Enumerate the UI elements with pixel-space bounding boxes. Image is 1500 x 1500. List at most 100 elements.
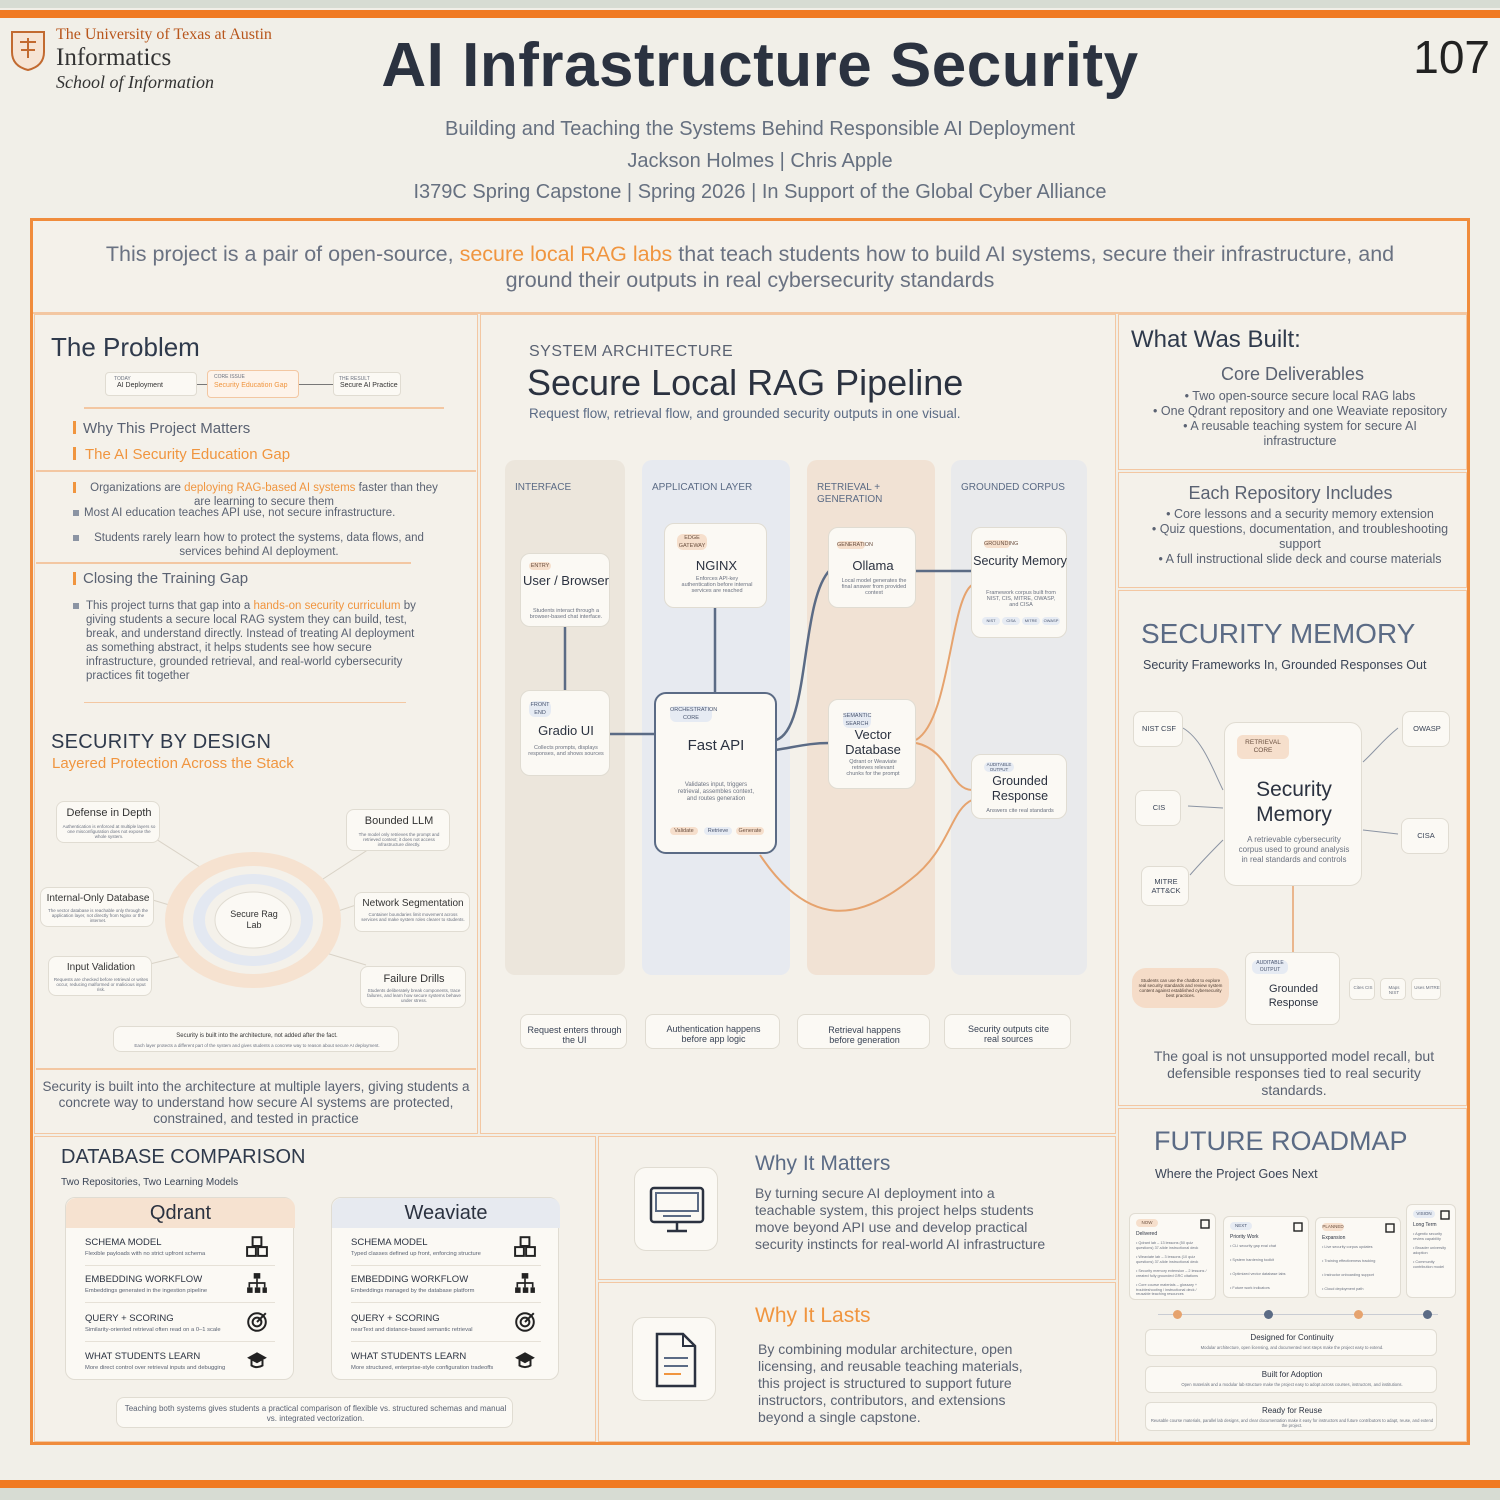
architecture-subtitle: Request flow, retrieval flow, and ground… [529, 406, 961, 421]
db-row-desc: More structured, enterprise-style config… [351, 1365, 494, 1371]
roadmap-tag: NOW [1136, 1219, 1158, 1227]
roadmap-card-item: • Core course materials – glossary + tro… [1136, 1283, 1198, 1296]
cube-icon [1199, 1217, 1211, 1229]
top-accent-bar [0, 0, 1500, 18]
memory-note-text: Students can use the chatbot to explore … [1138, 978, 1223, 998]
bullet-text: Organizations are [90, 482, 185, 494]
intro-highlight: secure local RAG labs [459, 242, 673, 266]
closing-highlight: hands-on security curriculum [253, 600, 401, 612]
flow-step-result: THE RESULT Secure AI Practice [333, 372, 401, 396]
matters-body: By turning secure AI deployment into a t… [755, 1185, 1046, 1252]
node-user-browser: ENTRY User / Browser Students interact t… [520, 553, 610, 627]
node-nginx: EDGE GATEWAY NGINX Enforces API-key auth… [664, 523, 767, 608]
roadmap-card-item: • CLI security gap eval chat [1230, 1244, 1277, 1248]
design-item-drills: Failure Drills Students deliberately bre… [360, 966, 466, 1008]
design-item-title: Defense in Depth [66, 807, 152, 819]
memory-tag: RETRIEVAL CORE [1237, 735, 1289, 759]
target-icon [246, 1311, 268, 1333]
node-desc: Enforces API-key authentication before i… [681, 576, 753, 594]
memory-chip: Uses MITRE [1411, 978, 1441, 1000]
node-title: NGINX [695, 558, 738, 573]
memory-chip-text: Cites CIS [1353, 985, 1373, 990]
bottom-accent-bar [0, 1480, 1500, 1500]
db-row-desc: Flexible payloads with no strict upfront… [85, 1251, 206, 1257]
cubes-icon [514, 1235, 536, 1257]
design-item-bounded: Bounded LLM The model only retrieves the… [346, 809, 450, 851]
divider [85, 1302, 275, 1303]
memory-connectors [1182, 727, 1399, 952]
roadmap-tag: NEXT [1230, 1222, 1252, 1230]
memory-chip: Maps NIST [1380, 978, 1406, 1000]
lane-label: APPLICATION LAYER [652, 482, 753, 493]
flow-step-card: Security outputs cite real sources [944, 1014, 1071, 1049]
node-desc: Collects prompts, displays responses, an… [528, 745, 604, 757]
roadmap-block-title: Built for Adoption [1261, 1370, 1323, 1379]
hierarchy-icon [514, 1272, 536, 1294]
flow-step-card: Authentication happens before app logic [645, 1014, 780, 1049]
node-vector-db: SEMANTIC SEARCH Vector Database Qdrant o… [828, 699, 916, 789]
flow-tag: CORE ISSUE [214, 374, 245, 380]
memory-title: SECURITY MEMORY [1141, 618, 1416, 649]
divider [85, 1265, 275, 1266]
poster-title: AI Infrastructure Security [381, 31, 1139, 100]
roadmap-subtitle: Where the Project Goes Next [1155, 1167, 1318, 1181]
roadmap-block-desc: Modular architecture, open licensing, an… [1200, 1345, 1384, 1350]
memory-out-tag: AUDITABLE OUTPUT [1252, 960, 1288, 974]
design-footer-card: Security is built into the architecture,… [113, 1026, 399, 1052]
roadmap-card-item: • Future work indicators [1230, 1286, 1270, 1290]
node-title: Gradio UI [538, 723, 594, 738]
flow-tag: TODAY [114, 376, 131, 382]
roadmap-timeline [1158, 1314, 1438, 1315]
node-tag: AUDITABLE OUTPUT [984, 762, 1014, 772]
node-chip: Retrieve [704, 827, 732, 835]
node-ollama: GENERATION Ollama Local model generates … [828, 527, 916, 608]
design-item-validation: Input Validation Requests are checked be… [48, 956, 152, 996]
roadmap-card-item: • Cloud deployment path [1322, 1287, 1364, 1291]
db-row-desc: More direct control over retrieval input… [85, 1365, 226, 1371]
divider [85, 1341, 275, 1342]
source-nist-csf: NIST CSF [1133, 711, 1183, 747]
node-title: Grounded Response [991, 774, 1049, 803]
node-security-memory: GROUNDING Security Memory Framework corp… [971, 527, 1067, 638]
memory-subtitle: Security Frameworks In, Grounded Respons… [1143, 658, 1427, 672]
node-grounded-response: AUDITABLE OUTPUT Grounded Response Answe… [971, 754, 1067, 819]
university-name: The University of Texas at Austin [56, 26, 272, 43]
university-seal-icon [11, 31, 45, 72]
db-row-desc: nearText and distance-based semantic ret… [351, 1327, 473, 1333]
architecture-kicker: SYSTEM ARCHITECTURE [529, 343, 734, 360]
node-title: User / Browser [523, 573, 609, 588]
list-item: Two open-source secure local RAG labs [1150, 389, 1450, 404]
roadmap-block-title: Ready for Reuse [1261, 1406, 1323, 1415]
rocket-icon [1384, 1221, 1396, 1233]
design-item-desc: Students deliberately break components, … [367, 988, 461, 1003]
flow-step-text: Security outputs cite real sources [967, 1024, 1050, 1044]
memory-chip: Cites CIS [1349, 978, 1375, 1000]
roadmap-card-item: • Agentic security review capability [1413, 1232, 1442, 1241]
monitor-icon [634, 1167, 718, 1251]
lasts-title: Why It Lasts [755, 1304, 871, 1327]
node-title: Fast API [687, 737, 745, 754]
db-row-desc: Typed classes defined up front, enforcin… [351, 1251, 481, 1257]
bullet-marker [73, 603, 79, 609]
divider [84, 702, 406, 703]
poster-subtitle: Building and Teaching the Systems Behind… [444, 118, 1076, 140]
db-row-desc: Embeddings managed by the database platf… [351, 1288, 475, 1294]
node-tag: GROUNDING [984, 540, 1019, 548]
heading-marker [73, 421, 76, 434]
flow-tag: THE RESULT [339, 376, 370, 382]
node-desc: Local model generates the final answer f… [841, 578, 907, 596]
node-chip: MITRE [1022, 617, 1040, 625]
roadmap-card-item: • Broader university adoption [1413, 1246, 1446, 1255]
divider [351, 1341, 541, 1342]
architecture-title: Secure Local RAG Pipeline [527, 362, 964, 403]
database-title: DATABASE COMPARISON [61, 1146, 306, 1168]
source-cis: CIS [1135, 790, 1181, 826]
weaviate-card: Weaviate [331, 1197, 560, 1380]
node-tag: EDGE GATEWAY [677, 534, 707, 550]
poster-course: I379C Spring Capstone | Spring 2026 | In… [413, 181, 1107, 203]
flow-label: Secure AI Practice [340, 382, 398, 389]
problem-title: The Problem [51, 332, 200, 362]
